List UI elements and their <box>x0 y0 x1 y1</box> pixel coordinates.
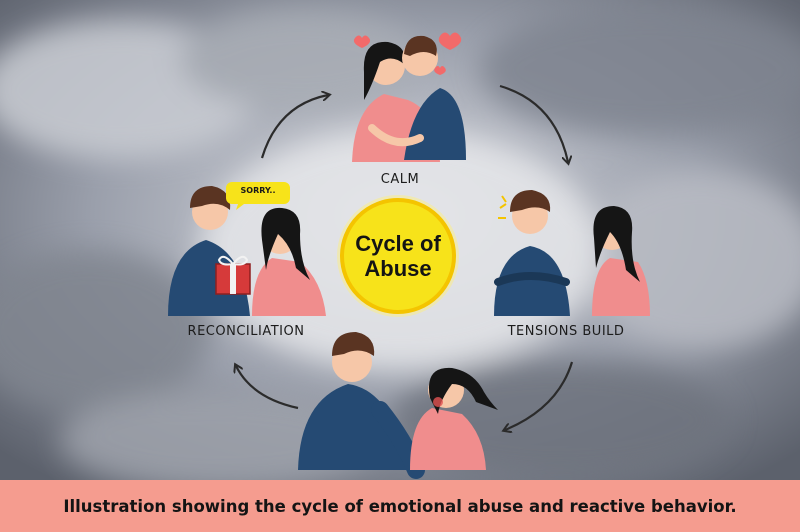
gift-icon <box>215 255 251 295</box>
calm-couple-figure <box>352 32 466 162</box>
arrow-icon <box>236 366 299 410</box>
caption-bar: Illustration showing the cycle of emotio… <box>0 480 800 532</box>
stage-label-reconciliation: RECONCILIATION <box>187 324 305 339</box>
tensions-build-figure <box>494 190 650 316</box>
caption-text: Illustration showing the cycle of emotio… <box>63 496 737 516</box>
speech-bubble: SORRY.. <box>232 180 284 206</box>
arrow-icon <box>505 361 574 430</box>
confrontation-figure <box>298 332 498 479</box>
stage-label-calm: CALM <box>380 172 420 187</box>
center-title: Cycle of Abuse <box>355 231 441 281</box>
speech-bubble-text: SORRY.. <box>240 186 276 195</box>
stormy-sky-background <box>0 0 800 480</box>
arrow-icon <box>260 95 328 159</box>
reconciliation-figure <box>168 182 326 316</box>
stage-label-tensions-build: TENSIONS BUILD <box>507 324 625 339</box>
speech-bubble-icon <box>226 182 290 210</box>
heart-icon <box>353 32 462 75</box>
arrow-icon <box>499 84 568 162</box>
center-badge: Cycle of Abuse <box>340 198 456 314</box>
